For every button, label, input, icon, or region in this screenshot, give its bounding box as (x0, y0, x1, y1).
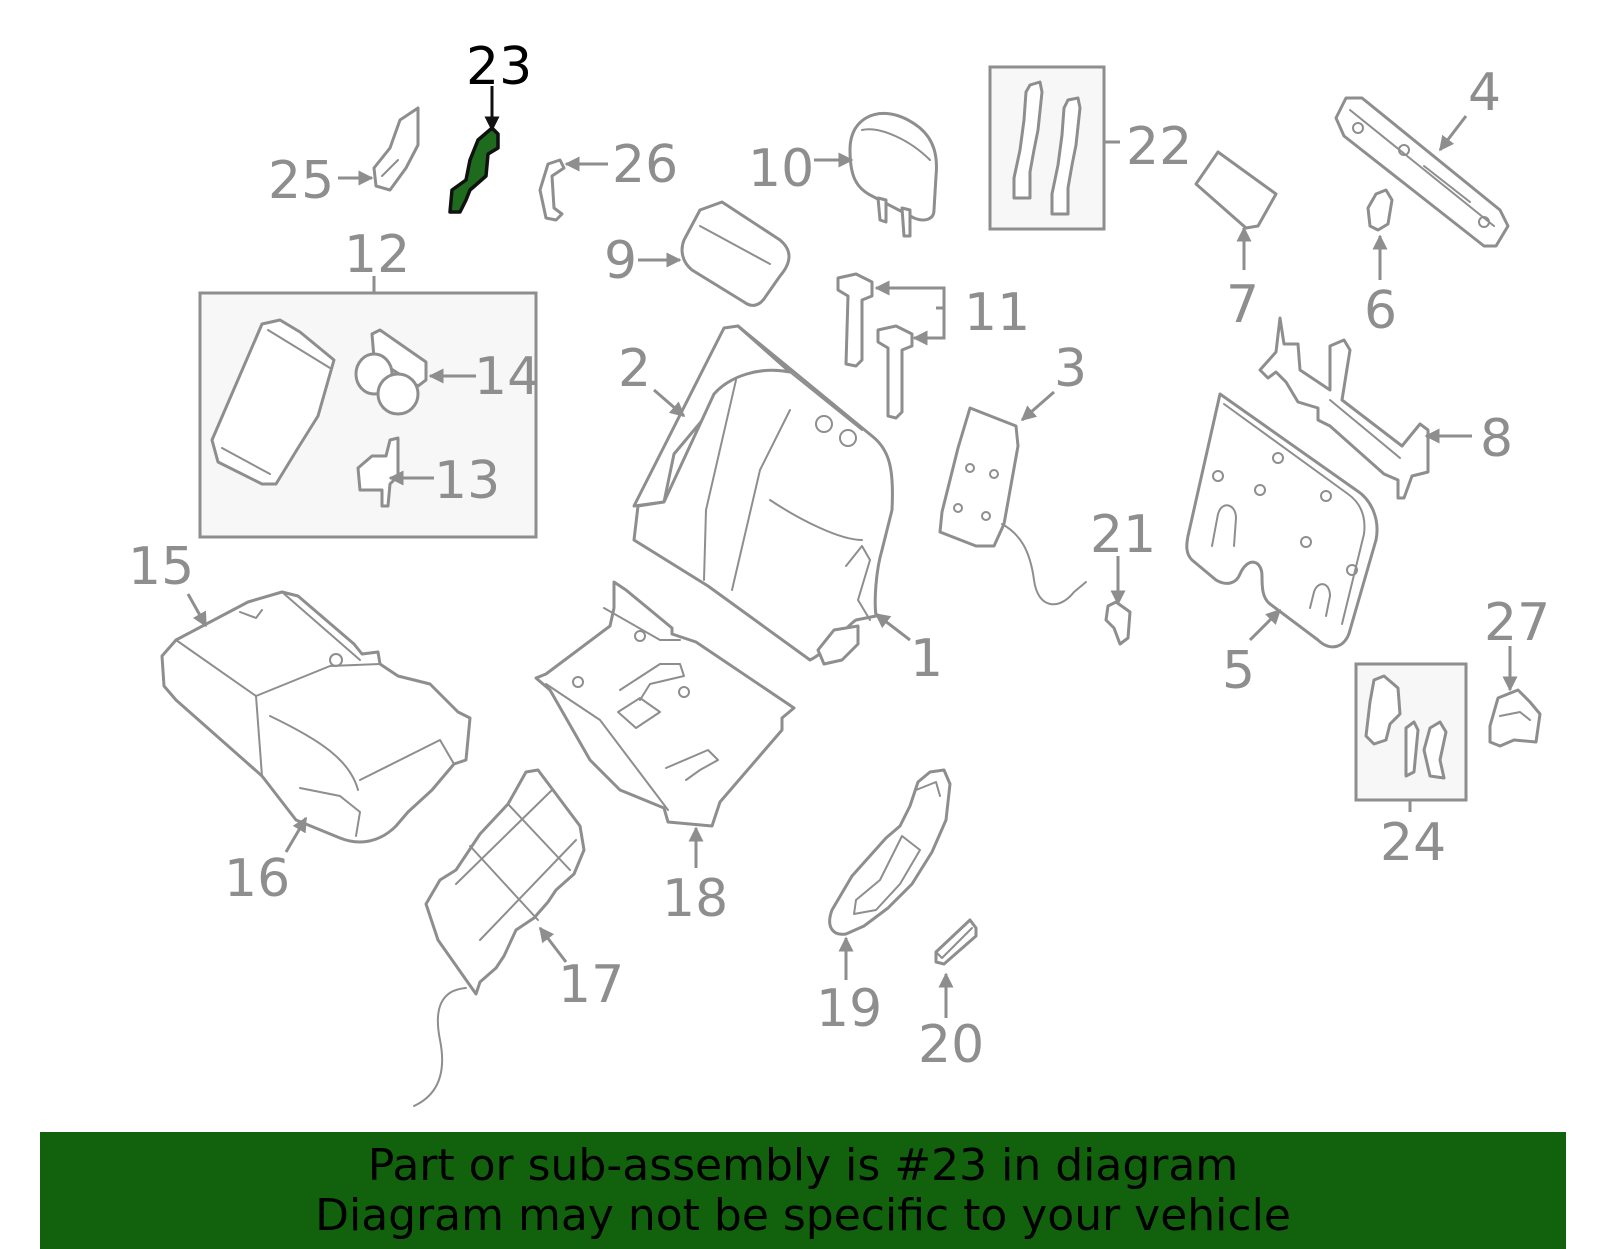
part-14-cup-holder[interactable] (354, 328, 428, 416)
callout-17[interactable]: 17 (558, 955, 624, 1015)
part-8-frame[interactable] (1258, 316, 1430, 500)
part-23-rod-highlighted[interactable] (448, 126, 500, 214)
callout-9[interactable]: 9 (604, 231, 637, 291)
callout-20[interactable]: 20 (918, 1015, 984, 1075)
banner-line-part-number: Part or sub-assembly is #23 in diagram (367, 1139, 1239, 1191)
info-banner: Part or sub-assembly is #23 in diagram D… (40, 1132, 1566, 1249)
part-13-latch[interactable] (356, 436, 400, 508)
part-10-headrest[interactable] (848, 111, 938, 238)
callout-27[interactable]: 27 (1484, 593, 1550, 653)
leader-lines (186, 86, 1518, 1018)
callout-22[interactable]: 22 (1126, 117, 1192, 177)
inset-box-22 (988, 65, 1106, 231)
callout-25[interactable]: 25 (268, 151, 334, 211)
part-17-heater-mat[interactable] (413, 768, 586, 1107)
banner-line-disclaimer: Diagram may not be specific to your vehi… (315, 1189, 1291, 1241)
callout-18[interactable]: 18 (662, 869, 728, 929)
part-5-back-panel[interactable] (1185, 392, 1379, 649)
callout-7[interactable]: 7 (1226, 275, 1259, 335)
part-19-side-cover[interactable] (828, 768, 952, 936)
callout-21[interactable]: 21 (1090, 505, 1156, 565)
part-11-guides[interactable] (836, 272, 914, 420)
callout-24[interactable]: 24 (1380, 813, 1446, 873)
callout-26[interactable]: 26 (612, 135, 678, 195)
part-25-bracket[interactable] (372, 106, 420, 192)
part-26-trim[interactable] (538, 158, 566, 222)
callout-15[interactable]: 15 (128, 537, 194, 597)
part-24-covers[interactable] (1364, 674, 1448, 780)
part-1-trim[interactable] (816, 624, 860, 666)
callout-11[interactable]: 11 (964, 283, 1030, 343)
part-21-clip[interactable] (1104, 600, 1132, 646)
callout-2[interactable]: 2 (618, 339, 651, 399)
part-3-bracket[interactable] (938, 406, 1087, 606)
part-7-panel[interactable] (1194, 150, 1278, 230)
callout-5[interactable]: 5 (1222, 641, 1255, 701)
callout-14[interactable]: 14 (474, 347, 540, 407)
part-4-bar[interactable] (1334, 96, 1510, 248)
part-27-block[interactable] (1488, 688, 1542, 748)
part-22-rails[interactable] (1012, 80, 1082, 216)
part-6-clip[interactable] (1366, 188, 1394, 232)
callout-3[interactable]: 3 (1054, 339, 1087, 399)
part-18-seat-pan[interactable] (534, 580, 796, 828)
callout-6[interactable]: 6 (1364, 281, 1397, 341)
callout-13[interactable]: 13 (434, 451, 500, 511)
part-15-seat-cushion[interactable] (160, 590, 472, 844)
callout-4[interactable]: 4 (1468, 63, 1501, 123)
callout-23[interactable]: 23 (466, 37, 532, 97)
callout-19[interactable]: 19 (816, 979, 882, 1039)
part-9-pad[interactable] (680, 200, 791, 307)
part-12-cup-holder-assembly[interactable] (210, 318, 336, 486)
callout-12[interactable]: 12 (344, 225, 410, 285)
callout-10[interactable]: 10 (748, 139, 814, 199)
callout-8[interactable]: 8 (1480, 409, 1513, 469)
callout-labels: 23 25 26 10 9 11 22 7 4 6 12 14 13 2 3 8… (128, 37, 1550, 1075)
part-20-clip[interactable] (934, 918, 978, 966)
callout-1[interactable]: 1 (910, 629, 943, 689)
part-2-seat-back[interactable] (632, 324, 894, 662)
callout-16[interactable]: 16 (224, 849, 290, 909)
